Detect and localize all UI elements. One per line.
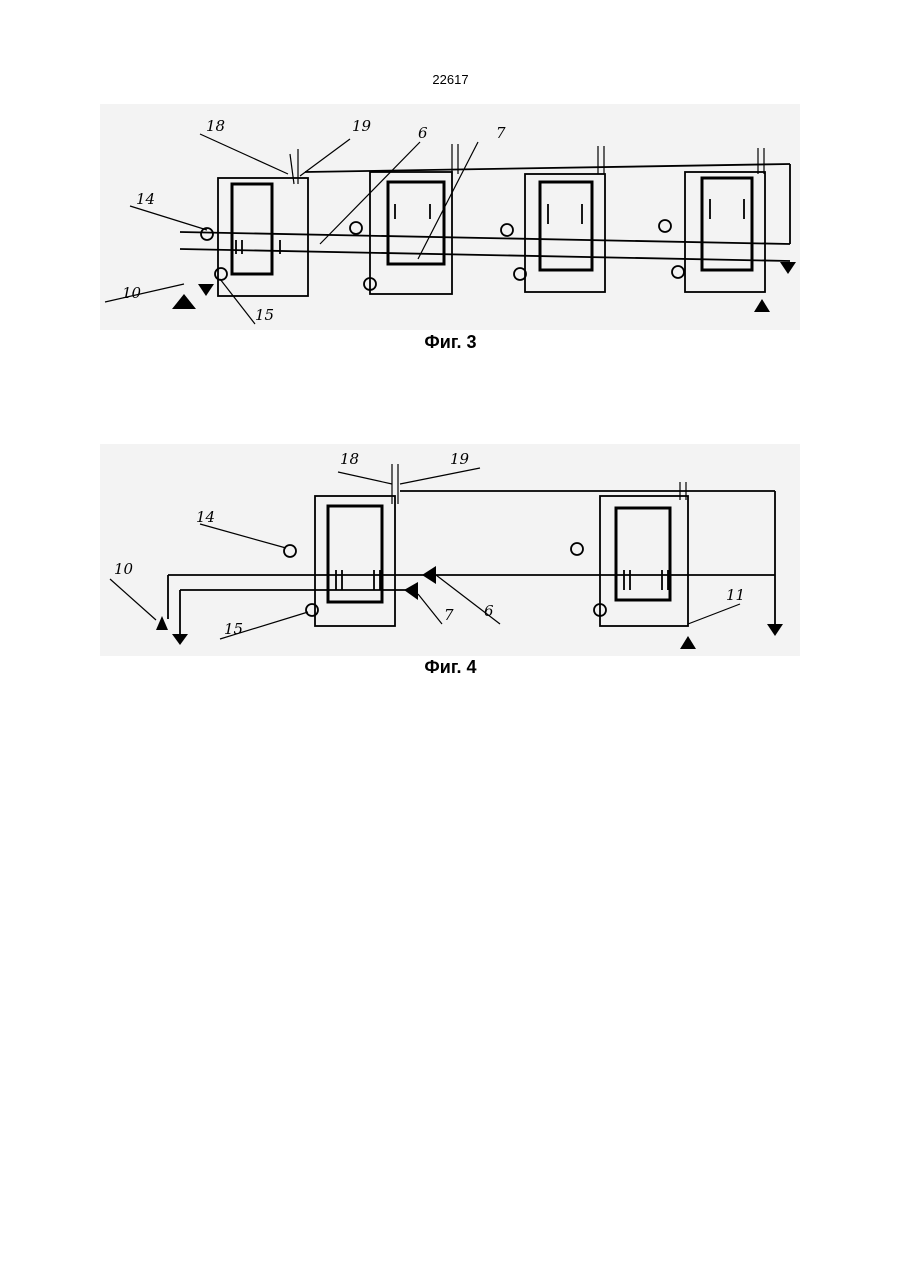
module-1-body bbox=[232, 184, 272, 274]
ref-6: 6 bbox=[418, 124, 428, 142]
ref-10: 10 bbox=[122, 284, 142, 302]
ground-15 bbox=[172, 634, 188, 645]
ground-10 bbox=[172, 294, 196, 309]
page-number: 22617 bbox=[0, 72, 901, 87]
ref-19: 19 bbox=[352, 117, 372, 135]
figure-3-diagram: 18 19 6 7 14 10 15 bbox=[100, 104, 800, 334]
module-2-outer bbox=[370, 172, 452, 294]
ground-right bbox=[780, 262, 796, 274]
figure-4-schematic: 18 19 14 10 15 7 6 11 bbox=[100, 444, 800, 660]
ref-18: 18 bbox=[340, 450, 359, 468]
ref-15: 15 bbox=[224, 620, 243, 638]
ref-15: 15 bbox=[255, 306, 274, 324]
pump-6 bbox=[422, 566, 436, 584]
ref-7: 7 bbox=[496, 124, 506, 142]
ground-11 bbox=[680, 636, 696, 649]
ground-10 bbox=[156, 616, 168, 630]
ref-14: 14 bbox=[196, 508, 215, 526]
ref-6: 6 bbox=[484, 602, 494, 620]
ref-19: 19 bbox=[450, 450, 470, 468]
pump-7 bbox=[404, 582, 418, 600]
module-right-outer bbox=[600, 496, 688, 626]
figure-3-caption: Фиг. 3 bbox=[0, 332, 901, 353]
ground-11 bbox=[754, 299, 770, 312]
figure-4-caption: Фиг. 4 bbox=[0, 657, 901, 678]
figure-3-schematic: 18 19 6 7 14 10 15 bbox=[100, 104, 800, 334]
ground-15 bbox=[198, 284, 214, 296]
ref-14: 14 bbox=[136, 190, 155, 208]
ref-11: 11 bbox=[726, 586, 745, 604]
top-line bbox=[305, 164, 790, 172]
ref-10: 10 bbox=[114, 560, 134, 578]
figure-4-diagram: 18 19 14 10 15 7 6 11 bbox=[100, 444, 800, 660]
ground-right bbox=[767, 624, 783, 636]
ref-7: 7 bbox=[444, 606, 454, 624]
module-4-body bbox=[702, 178, 752, 270]
ref-18: 18 bbox=[206, 117, 225, 135]
module-2-body bbox=[388, 182, 444, 264]
